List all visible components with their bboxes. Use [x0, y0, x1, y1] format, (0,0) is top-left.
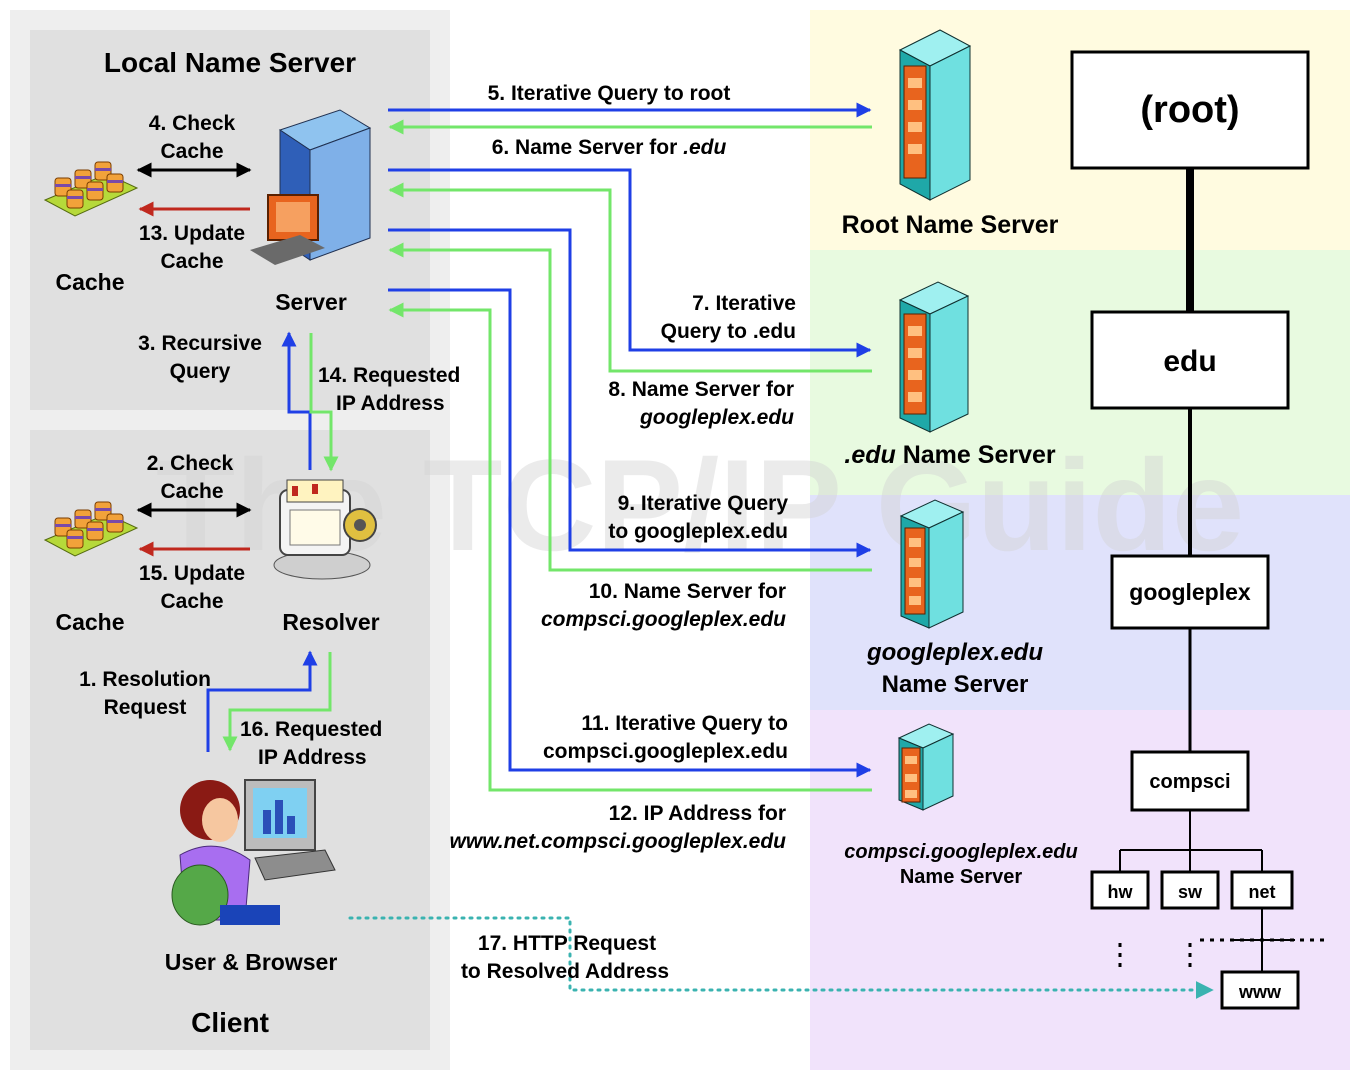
tree-node-hw — [1090, 870, 1150, 910]
edu-name-server-label: .edu Name Server — [844, 441, 1056, 469]
step-13-label-2: Cache — [160, 250, 223, 273]
step-4-label-2: Cache — [160, 140, 223, 163]
step-11-label-2: compsci.googleplex.edu — [543, 740, 788, 763]
compsci-name-server-label-1: compsci.googleplex.edu — [844, 841, 1077, 863]
root-server-tower-icon — [898, 29, 972, 201]
step-17-label-2: to Resolved Address — [461, 960, 669, 983]
user-browser-label: User & Browser — [165, 949, 338, 975]
tree-compsci-label: compsci — [1149, 771, 1230, 793]
rolodex-resolver-icon — [273, 479, 377, 580]
client-title: Client — [191, 1007, 269, 1038]
step-12-label-1: 12. IP Address for — [609, 802, 786, 825]
step-9-label-1: 9. Iterative Query — [618, 492, 789, 515]
step-1-label-1: 1. Resolution — [79, 668, 211, 691]
resolver-label: Resolver — [282, 609, 379, 635]
step-6-label: 6. Name Server for .edu — [492, 136, 727, 159]
tree-node-root — [1070, 50, 1310, 170]
server-computer-icon — [250, 109, 372, 265]
step-8-label-2: googleplex.edu — [639, 406, 794, 429]
tree-node-edu — [1090, 310, 1290, 410]
compsci-server-tower-icon — [897, 723, 955, 811]
step-2-label-2: Cache — [160, 480, 223, 503]
database-cache-icon — [43, 501, 139, 557]
ns-for-googleplex-arrow-8 — [388, 182, 872, 373]
iterative-query-googleplex-arrow-9 — [388, 228, 872, 558]
step-8-label-1: 8. Name Server for — [608, 378, 794, 401]
tree-node-sw — [1160, 870, 1220, 910]
database-cache-icon — [43, 161, 139, 217]
step-17-label-1: 17. HTTP Request — [478, 932, 656, 955]
ip-address-arrow-12 — [388, 302, 872, 792]
http-request-arrow-17 — [348, 916, 1214, 999]
step-6-label-b: .edu — [683, 136, 726, 159]
tree-node-googleplex — [1110, 554, 1270, 630]
step-2-label-1: 2. Check — [147, 452, 234, 475]
edu-name-server-rest: Name Server — [896, 441, 1056, 469]
server-label: Server — [275, 289, 347, 315]
tree-root-label: (root) — [1140, 89, 1239, 131]
tree-node-www — [1220, 970, 1300, 1010]
root-name-server-label: Root Name Server — [842, 211, 1059, 239]
step-1-label-2: Request — [104, 696, 187, 719]
step-10-label-1: 10. Name Server for — [589, 580, 786, 603]
step-16-label-2: IP Address — [258, 746, 367, 769]
cache-bottom-label: Cache — [55, 609, 124, 635]
resolution-request-arrow-1 — [206, 650, 318, 752]
local-name-server-title: Local Name Server — [104, 47, 356, 78]
compsci-name-server-label-2: Name Server — [900, 866, 1023, 888]
ns-for-compsci-arrow-10 — [388, 242, 872, 572]
googleplex-name-server-label-2: Name Server — [882, 671, 1029, 698]
tree-www-label: www — [1238, 982, 1282, 1002]
requested-ip-arrow-16 — [222, 652, 332, 752]
recursive-query-arrow-3 — [281, 331, 312, 470]
tree-node-compsci — [1130, 750, 1250, 812]
step-15-label-2: Cache — [160, 590, 223, 613]
step-13-label-1: 13. Update — [139, 222, 245, 245]
step-16-label-1: 16. Requested — [240, 718, 382, 741]
step-14-label-1: 14. Requested — [318, 364, 460, 387]
step-3-label-1: 3. Recursive — [138, 332, 262, 355]
requested-ip-arrow-14 — [309, 333, 339, 472]
iterative-query-edu-arrow-7 — [388, 168, 872, 358]
step-9-label-2: to googleplex.edu — [608, 520, 788, 543]
edu-name-server-italic: .edu — [844, 441, 895, 469]
tree-node-net — [1230, 870, 1294, 910]
tree-sw-label: sw — [1178, 882, 1203, 902]
step-7-label-2: Query to .edu — [661, 320, 796, 343]
step-11-label-1: 11. Iterative Query to — [581, 712, 788, 735]
tree-hw-label: hw — [1108, 882, 1134, 902]
step-5-label: 5. Iterative Query to root — [488, 82, 731, 105]
step-3-label-2: Query — [170, 360, 231, 383]
edu-server-tower-icon — [898, 281, 970, 433]
iterative-query-compsci-arrow-11 — [388, 288, 872, 778]
step-4-label-1: 4. Check — [149, 112, 236, 135]
step-12-label-2: www.net.compsci.googleplex.edu — [450, 830, 787, 853]
tree-net-label: net — [1249, 882, 1276, 902]
cache-top-label: Cache — [55, 269, 124, 295]
step-7-label-1: 7. Iterative — [692, 292, 796, 315]
step-10-label-2: compsci.googleplex.edu — [541, 608, 786, 631]
googleplex-name-server-label-1: googleplex.edu — [866, 639, 1043, 666]
step-6-label-a: 6. Name Server for — [492, 136, 683, 159]
dns-tree: (root) edu googleplex compsci hw sw net … — [1070, 50, 1330, 1010]
step-14-label-2: IP Address — [336, 392, 445, 415]
step-15-label-1: 15. Update — [139, 562, 245, 585]
tree-googleplex-label: googleplex — [1129, 579, 1251, 605]
googleplex-server-tower-icon — [899, 499, 965, 629]
user-at-computer-icon — [171, 779, 336, 926]
tree-edu-label: edu — [1163, 345, 1216, 378]
